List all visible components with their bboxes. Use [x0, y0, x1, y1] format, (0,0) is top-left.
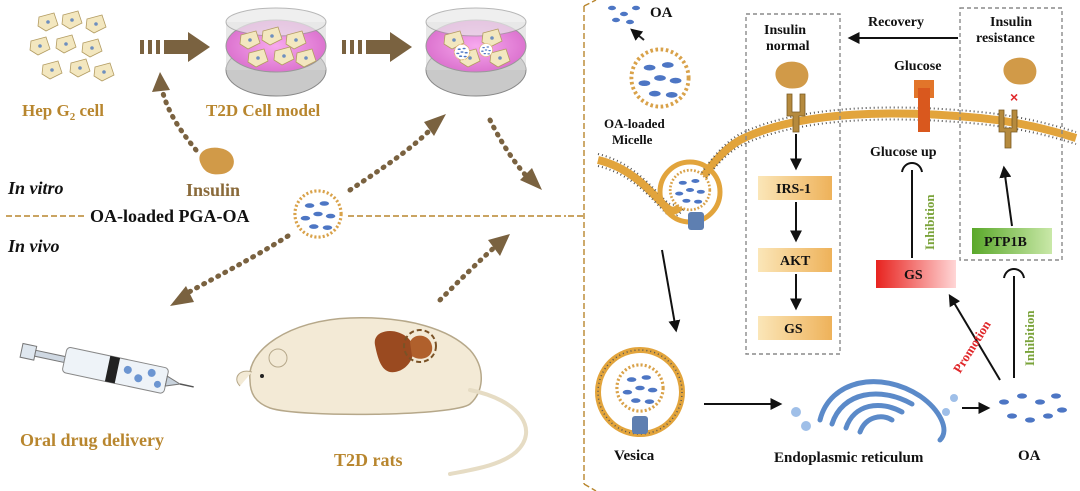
dotted-arrow-to-syringe [179, 233, 291, 299]
irs1-box [758, 176, 832, 200]
insulin-icon [199, 147, 234, 175]
central-micelle-icon [293, 189, 343, 239]
akt-label: AKT [780, 254, 811, 269]
receptor-resistance-icon [998, 109, 1018, 149]
insulin-resistance-icon [1003, 57, 1037, 85]
insulin-resistance-box [959, 7, 1063, 261]
dotted-arrow-rat-to-right [437, 243, 499, 303]
akt-box [758, 248, 832, 272]
dotted-arrow-dish-to-right [487, 117, 531, 181]
t2d-dish-icon [225, 7, 327, 97]
t2d-rats-label: T2D rats [334, 450, 403, 470]
syringe-icon [19, 342, 194, 394]
left-panel: Hep G2 cell T2D Cell model [6, 7, 566, 476]
gs-red-label: GS [904, 268, 923, 283]
oa-dots-top [608, 5, 640, 25]
hepg2-label: Hep G2 cell [22, 101, 104, 123]
irs1-label: IRS-1 [776, 182, 811, 197]
in-vitro-label: In vitro [7, 178, 64, 198]
glucose-up-label: Glucose up [870, 145, 937, 160]
er-icon [791, 379, 958, 443]
ptp1b-label: PTP1B [984, 235, 1027, 250]
dotted-arrow-to-dish [347, 127, 433, 193]
insulin-label: Insulin [186, 180, 240, 200]
channel-icon [688, 212, 704, 230]
oa-dots-bottom [999, 393, 1067, 423]
inhibition-label-1: Inhibition [922, 194, 937, 250]
panel-bracket [568, 0, 597, 491]
block-mark-icon: × [1010, 89, 1018, 105]
gs-left-box [758, 316, 832, 340]
er-label: Endoplasmic reticulum [774, 450, 924, 466]
insulin-resistance-label-2: resistance [976, 31, 1035, 46]
arrow-cells-to-model [140, 32, 210, 62]
promotion-label: Promotion [950, 317, 994, 376]
micelle-label-2: Micelle [612, 132, 653, 147]
inhibition-label-2: Inhibition [1022, 310, 1037, 366]
insulin-normal-icon [775, 61, 809, 89]
hepg2-cells-icon [29, 10, 115, 82]
insulin-normal-label-2: normal [766, 39, 810, 54]
oa-bottom-label: OA [1018, 448, 1041, 464]
rat-icon [236, 317, 529, 476]
recovery-label: Recovery [868, 15, 924, 30]
endocytosed-micelle-icon [668, 168, 712, 212]
oa-micelle-icon [629, 47, 691, 109]
treated-dish-icon [425, 7, 527, 97]
oa-top-label: OA [650, 5, 673, 21]
insulin-resistance-label-1: Insulin [990, 15, 1032, 30]
insulin-normal-label-1: Insulin [764, 23, 806, 38]
oral-drug-delivery-label: Oral drug delivery [20, 430, 164, 450]
micelle-label-1: OA-loaded [604, 116, 665, 131]
ptp1b-box [972, 228, 1052, 254]
arrow-model-to-treated [342, 32, 412, 62]
gs-left-label: GS [784, 322, 803, 337]
vesica-label: Vesica [614, 448, 655, 464]
t2d-cell-model-label: T2D Cell model [206, 101, 321, 120]
in-vivo-label: In vivo [7, 236, 60, 256]
gs-red-box [876, 260, 956, 288]
right-panel: OA OA-loaded Micelle Vesica [595, 5, 1078, 466]
oa-loaded-pga-label: OA-loaded PGA-OA [90, 206, 250, 226]
glucose-label: Glucose [894, 59, 941, 74]
